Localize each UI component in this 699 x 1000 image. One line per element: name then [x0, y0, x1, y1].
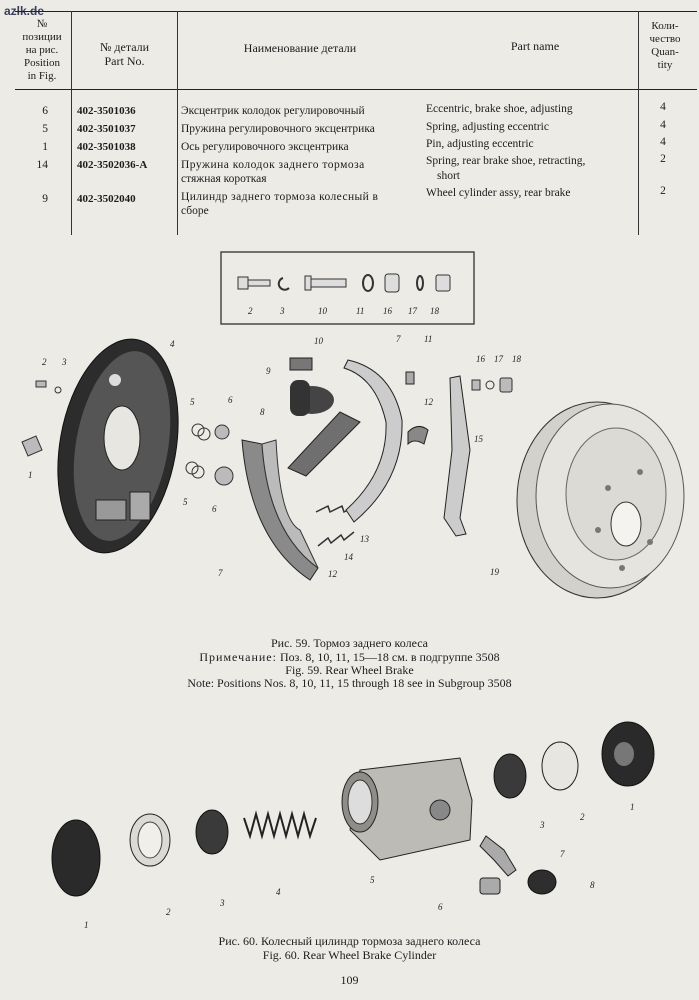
cylinder-spring: [243, 810, 317, 840]
callout: 8: [260, 407, 265, 417]
inset-label: 2: [248, 306, 253, 316]
brake-shoe-upper: [343, 359, 403, 523]
brake-drum: [516, 401, 685, 599]
inset-label: 11: [356, 306, 364, 316]
row-position: 14: [36, 159, 49, 171]
callout: 5: [370, 875, 375, 885]
callout: 2: [166, 907, 171, 917]
callout: 5: [183, 497, 188, 507]
row-quantity: 4: [660, 119, 666, 131]
callout: 1: [28, 470, 33, 480]
callout: 4: [170, 339, 175, 349]
inset-label: 10: [318, 306, 328, 316]
callout: 6: [228, 395, 233, 405]
callout: 15: [474, 434, 484, 444]
callout: 14: [344, 552, 354, 562]
bleeder-valve: [479, 835, 517, 877]
callout: 9: [266, 366, 271, 376]
row-part-no: 402-3501037: [77, 123, 136, 135]
figure-59-note-en: Note: Positions Nos. 8, 10, 11, 15 throu…: [187, 676, 512, 690]
callout: 12: [424, 397, 434, 407]
row-name-ru: стяжная короткая: [181, 173, 267, 185]
row-quantity: 4: [660, 136, 666, 148]
figure-59-note-ru: Примечание: Поз. 8, 10, 11, 15—18 см. в …: [199, 650, 500, 664]
row-position: 9: [42, 193, 48, 205]
callout: 2: [580, 812, 585, 822]
inset-label: 18: [430, 306, 440, 316]
row-part-no: 402-3502036-А: [77, 159, 148, 171]
row-quantity: 2: [660, 185, 666, 197]
row-name-en: Eccentric, brake shoe, adjusting: [426, 103, 573, 115]
callout: 13: [360, 534, 370, 544]
row-name-ru: Ось регулировочного эксцентрика: [181, 141, 349, 153]
header-name-ru: Наименование детали: [243, 41, 357, 55]
row-name-ru: Пружина регулировочного эксцентрика: [181, 123, 375, 135]
row-name-ru: сборе: [181, 205, 209, 217]
figure-59-rear-wheel-brake: 2 3 10 11 16 17 18: [21, 251, 685, 599]
callout: 12: [328, 569, 338, 579]
callout: 7: [218, 568, 223, 578]
callout: 8: [590, 880, 595, 890]
row-part-no: 402-3501036: [77, 105, 136, 117]
callout: 3: [539, 820, 545, 830]
page-number: 109: [340, 973, 359, 987]
callout: 17: [494, 354, 504, 364]
row-position: 5: [42, 123, 48, 135]
callout: 5: [190, 397, 195, 407]
backing-plate: [57, 338, 179, 554]
row-quantity: 4: [660, 101, 666, 113]
callout: 7: [396, 334, 401, 344]
figure-60-wheel-cylinder: 1 2 3 4 5 3 2 1 7 6 8: [51, 721, 655, 930]
row-name-ru: Пружина колодок заднего тормоза: [181, 159, 365, 171]
callout: 6: [212, 504, 217, 514]
inset-label: 3: [279, 306, 285, 316]
callout: 3: [61, 357, 67, 367]
callout: 18: [512, 354, 522, 364]
callout: 1: [84, 920, 89, 930]
row-name-ru: Цилиндр заднего тормоза колесный в: [181, 191, 379, 203]
callout: 7: [560, 849, 565, 859]
figure-60-caption-ru: Рис. 60. Колесный цилиндр тормоза заднег…: [218, 934, 481, 948]
row-name-en: Wheel cylinder assy, rear brake: [426, 187, 571, 199]
figure-59-caption-ru: Рис. 59. Тормоз заднего колеса: [270, 636, 429, 650]
row-name-ru: Эксцентрик колодок регулировочный: [181, 105, 365, 117]
cylinder-body: [341, 757, 473, 861]
row-part-no: 402-3502040: [77, 193, 136, 205]
callout: 6: [438, 902, 443, 912]
callout: 4: [276, 887, 281, 897]
figure-59-caption-en: Fig. 59. Rear Wheel Brake: [285, 663, 414, 677]
inset-label: 17: [408, 306, 418, 316]
callout: 3: [219, 898, 225, 908]
row-part-no: 402-3501038: [77, 141, 136, 153]
callout: 1: [630, 802, 635, 812]
fastener-inset: 2 3 10 11 16 17 18: [220, 251, 475, 325]
callout: 11: [424, 334, 432, 344]
row-position: 1: [42, 141, 48, 153]
row-name-en: Spring, adjusting eccentric: [426, 121, 549, 133]
header-name-en: Part name: [510, 39, 560, 53]
callout: 2: [42, 357, 47, 367]
row-position: 6: [42, 105, 48, 117]
callout: 19: [490, 567, 500, 577]
header-quantity: Коли-чество Quan-tity: [649, 20, 681, 71]
figure-60-caption-en: Fig. 60. Rear Wheel Brake Cylinder: [262, 948, 437, 962]
inset-label: 16: [383, 306, 393, 316]
wheel-cylinder: [289, 357, 334, 416]
callout: 10: [314, 336, 324, 346]
row-quantity: 2: [660, 153, 666, 165]
row-name-en: Spring, rear brake shoe, retracting,: [426, 155, 586, 167]
callout: 16: [476, 354, 486, 364]
row-name-en: Pin, adjusting eccentric: [426, 138, 534, 150]
parking-lever: [443, 375, 471, 537]
dust-cover: [51, 819, 101, 897]
row-name-en: short: [437, 170, 460, 182]
